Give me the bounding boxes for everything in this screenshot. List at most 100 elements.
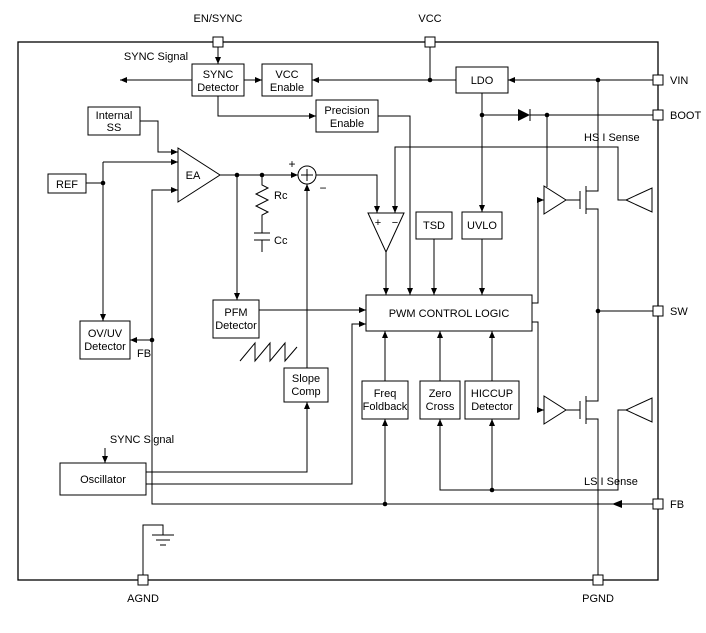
vcc-enable-box	[261, 63, 313, 97]
hs-i-sense-label: HS I Sense	[584, 132, 640, 144]
internal-ss-box	[87, 106, 141, 136]
junction-ea-out-pfm	[234, 172, 240, 178]
block-hiccup-detector: HICCUP Detector	[464, 380, 520, 420]
freq-foldback-label-2: Foldback	[363, 401, 408, 413]
ov-uv-detector-label-1: OV/UV	[88, 328, 123, 340]
hiccup-detector-label-2: Detector	[471, 401, 513, 413]
ground-symbol	[152, 534, 174, 546]
internal-ss-label-1: Internal	[96, 110, 133, 122]
vcc-enable-label-1: VCC	[275, 69, 298, 81]
ov-uv-detector-box	[79, 320, 131, 360]
pin-sw-label: SW	[670, 306, 688, 318]
wire-osc-to-slope-comp	[146, 402, 310, 473]
pwm-control-logic-label: PWM CONTROL LOGIC	[389, 308, 510, 320]
resistor-rc-symbol	[254, 175, 270, 233]
fb-node-label: FB	[137, 348, 151, 360]
ref-box	[47, 173, 87, 194]
boot-diode-icon	[518, 109, 530, 121]
wire-ss-to-ea	[140, 120, 178, 155]
junction-ls-sense	[489, 487, 495, 493]
zero-cross-box	[419, 380, 461, 420]
slope-comp-label-2: Comp	[291, 386, 320, 398]
block-slope-comp: Slope Comp	[283, 367, 329, 403]
sync-detector-label-1: SYNC	[203, 69, 234, 81]
wire-syncdet-to-precision-enable	[217, 96, 316, 119]
ea-label: EA	[186, 170, 201, 182]
pfm-detector-box	[212, 299, 260, 339]
pin-agnd-label: AGND	[127, 593, 159, 605]
block-tsd: TSD	[415, 211, 453, 240]
hs-current-sense-amp-symbol	[624, 187, 653, 213]
junction-ref	[100, 180, 106, 186]
block-internal-ss: Internal SS	[87, 106, 141, 136]
ref-label: REF	[56, 179, 78, 191]
precision-enable-label-1: Precision	[324, 105, 369, 117]
pwm-comparator-symbol	[367, 212, 405, 254]
hs-mosfet-symbol	[566, 186, 587, 214]
ldo-box	[455, 66, 509, 94]
oscillator-box	[59, 462, 147, 496]
junction-vcc	[427, 77, 433, 83]
symbols: EA Rc Cc + − + −	[152, 109, 653, 546]
precision-enable-label-2: Enable	[330, 118, 364, 130]
pin-boot	[652, 109, 664, 121]
tsd-label: TSD	[423, 220, 445, 232]
ls-current-sense-amp-symbol	[624, 397, 653, 423]
pfm-detector-label-1: PFM	[224, 307, 247, 319]
block-pfm-detector: PFM Detector	[212, 299, 260, 339]
pwm-control-logic-box	[365, 294, 533, 332]
oscillator-label: Oscillator	[80, 474, 126, 486]
precision-enable-box	[315, 99, 379, 133]
block-ldo: LDO	[455, 66, 509, 94]
block-freq-foldback: Freq Foldback	[361, 380, 409, 420]
internal-ss-label-2: SS	[107, 122, 122, 134]
hs-gate-driver-symbol	[543, 185, 567, 215]
summing-junction-cross	[301, 169, 313, 181]
zero-cross-label-1: Zero	[429, 388, 452, 400]
ls-mosfet-symbol	[566, 396, 587, 424]
pin-agnd	[137, 574, 149, 586]
cc-label: Cc	[274, 235, 288, 247]
wire-osc-to-pwm	[146, 321, 366, 485]
summing-plus-label: +	[288, 157, 295, 171]
pin-vin-label: VIN	[670, 75, 688, 87]
wires	[86, 47, 653, 575]
wire-ls-source-to-pgnd	[586, 418, 599, 575]
block-zero-cross: Zero Cross	[419, 380, 461, 420]
junction-sw	[595, 308, 601, 314]
block-pwm-control-logic: PWM CONTROL LOGIC	[365, 294, 533, 332]
pin-pgnd-label: PGND	[582, 593, 614, 605]
hiccup-detector-label-1: HICCUP	[471, 388, 513, 400]
fb-line-arrowhead	[612, 500, 622, 508]
wire-vin-to-hs-drain	[586, 80, 599, 192]
pin-sw	[652, 305, 664, 317]
blocks: SYNC Detector VCC Enable LDO Precision E…	[47, 63, 533, 496]
wire-sum-to-comparator	[316, 174, 380, 213]
block-ov-uv-detector: OV/UV Detector	[79, 320, 131, 360]
pin-vcc	[424, 36, 436, 48]
block-sync-detector: SYNC Detector	[191, 63, 245, 97]
pin-en-sync	[212, 36, 224, 48]
slope-comp-box	[283, 367, 329, 403]
pins: EN/SYNC VCC VIN BOOT SW FB AGND PGND	[127, 13, 701, 605]
sync-signal-top-label: SYNC Signal	[124, 51, 188, 63]
hiccup-detector-box	[464, 380, 520, 420]
ls-i-sense-label: LS I Sense	[584, 476, 638, 488]
sync-signal-bottom-label: SYNC Signal	[110, 434, 174, 446]
ov-uv-detector-label-2: Detector	[84, 341, 126, 353]
block-uvlo: UVLO	[461, 211, 503, 240]
rc-label: Rc	[274, 190, 288, 202]
tsd-box	[415, 211, 453, 240]
comparator-plus-label: +	[375, 217, 381, 229]
pin-vin	[652, 74, 664, 86]
wire-hs-sense-to-comparator	[392, 146, 626, 213]
wire-fb-pin-to-ea	[151, 187, 653, 505]
vcc-enable-label-2: Enable	[270, 82, 304, 94]
slope-comp-label-1: Slope	[292, 373, 320, 385]
pin-en-sync-label: EN/SYNC	[194, 13, 243, 25]
uvlo-label: UVLO	[467, 220, 497, 232]
uvlo-box	[461, 211, 503, 240]
pin-boot-label: BOOT	[670, 110, 701, 122]
